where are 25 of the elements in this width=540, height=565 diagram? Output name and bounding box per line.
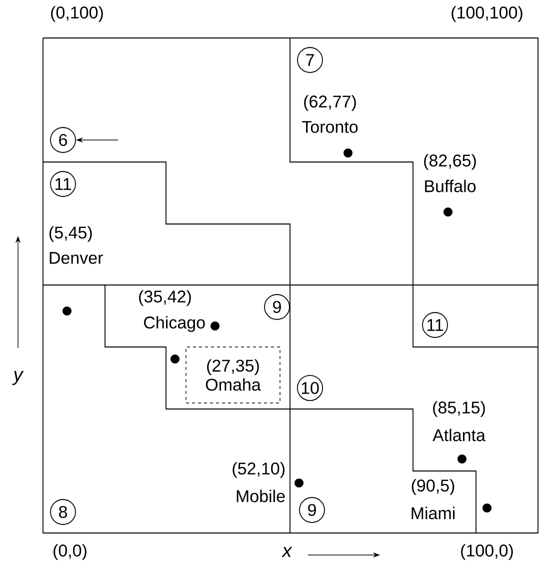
- region-number: 11: [50, 171, 76, 197]
- region-number: 10: [296, 374, 323, 401]
- corner-label: (100,100): [452, 6, 522, 22]
- coordinate-label: (82,65): [424, 154, 476, 170]
- axis-label: y: [12, 371, 24, 385]
- city-box: (27,35) Omaha: [186, 346, 280, 404]
- axis-label: x: [282, 546, 292, 558]
- city-label: Toronto: [302, 121, 358, 133]
- city-label: Denver: [50, 252, 103, 264]
- region-number: 9: [299, 497, 325, 523]
- corner-label: (100,0): [461, 544, 513, 560]
- corner-label: (0,100): [51, 6, 103, 22]
- coordinate-label: (85,15): [433, 401, 485, 417]
- region-number: 11: [422, 312, 448, 338]
- city-label: Chicago: [144, 316, 205, 332]
- region-number: 9: [264, 294, 290, 320]
- region-number: 8: [50, 499, 76, 525]
- region-number: 7: [297, 47, 323, 73]
- region-number: 6: [50, 127, 76, 153]
- coordinate-label: (35,42): [139, 290, 191, 306]
- city-label: Mobile: [236, 490, 285, 502]
- city-label: Buffalo: [425, 180, 476, 192]
- city-label: Atlanta: [432, 428, 486, 442]
- coordinate-label: (90,5): [412, 479, 454, 495]
- city-label: Miami: [412, 506, 454, 520]
